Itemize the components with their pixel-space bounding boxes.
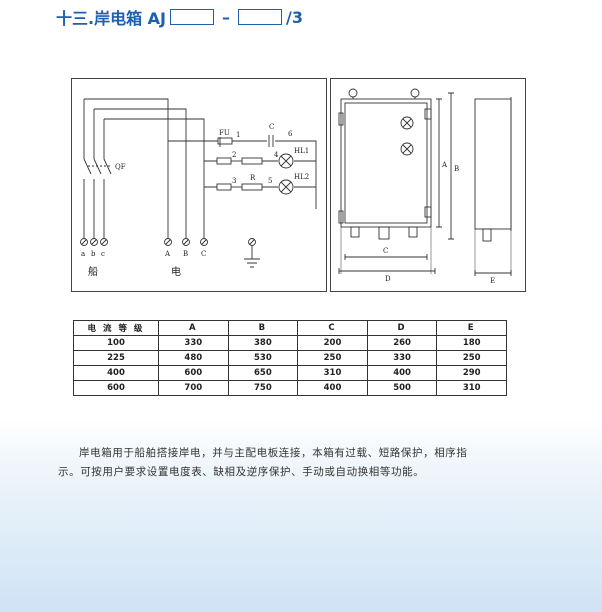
table-cell: 225: [73, 350, 159, 366]
label-qf: QF: [115, 163, 126, 171]
table-row: 225 480 530 250 330 250: [73, 350, 507, 366]
table-cell: 310: [436, 380, 507, 396]
table-cell: 400: [366, 365, 438, 381]
table-cell: 290: [436, 365, 507, 381]
branch-lines: [168, 137, 221, 188]
bus-line-3: [104, 118, 205, 239]
label-r: R: [250, 174, 256, 182]
label-4: 4: [274, 151, 279, 159]
description-line-2: 示。可按用户要求设置电度表、缺相及逆序保护、手动或自动换相等功能。: [58, 466, 425, 478]
lamp-hl2: [278, 179, 294, 195]
dim-b-label: B: [454, 165, 459, 173]
table-cell: 480: [158, 350, 229, 366]
dim-a-line: [436, 98, 442, 228]
ship-side-label: 船: [88, 265, 98, 278]
outline-drawing-svg: A B C D E: [338, 88, 512, 285]
col-header-a: A: [158, 320, 229, 336]
qf-contacts: [83, 158, 112, 175]
table-cell: 100: [73, 335, 159, 351]
terminal-a-label: a: [81, 250, 85, 258]
terminal-C-label: C: [201, 250, 206, 258]
col-header-b: B: [227, 320, 299, 336]
dim-d-line: [338, 268, 436, 274]
table-cell: 200: [297, 335, 368, 351]
model-blank-box-2: [238, 9, 282, 25]
table-cell: 750: [227, 380, 299, 396]
dim-a-label: A: [441, 161, 448, 169]
table-cell: 380: [227, 335, 299, 351]
page-title: 十三.岸电箱 AJ – /3: [56, 6, 303, 29]
outline-drawing: A B C D E: [330, 78, 526, 292]
title-prefix: 十三.岸电箱 AJ: [56, 9, 166, 28]
description-text: 岸电箱用于船舶搭接岸电，并与主配电板连接，本箱有过载、短路保护，相序指 示。可按…: [58, 444, 528, 482]
capacitor-line: [232, 135, 317, 209]
label-fu: FU: [219, 129, 230, 137]
description-line-1: 岸电箱用于船舶搭接岸电，并与主配电板连接，本箱有过载、短路保护，相序指: [79, 447, 468, 459]
model-blank-box-1: [170, 9, 214, 25]
table-cell: 250: [436, 350, 507, 366]
table-cell: 400: [73, 365, 159, 381]
box-front-outer: [340, 98, 432, 228]
dimension-table: 电 流 等 级 A B C D E 100 330 380 200 260 18…: [73, 320, 507, 396]
table-cell: 700: [158, 380, 229, 396]
table-cell: 600: [158, 365, 229, 381]
title-suffix: /3: [286, 7, 303, 27]
table-cell: 400: [297, 380, 368, 396]
label-2: 2: [232, 151, 236, 159]
terminal-c-label: c: [101, 250, 105, 258]
resistor-1: [241, 157, 263, 165]
terminal-group: [80, 238, 256, 246]
wiring-diagram-svg: FU 1 C 6 4 2 HL1 3 R 5 HL2 QF a b c A B …: [80, 98, 317, 278]
label-hl1: HL1: [294, 147, 309, 155]
table-cell: 600: [73, 380, 159, 396]
dim-e-line: [474, 270, 512, 276]
fuse-3: [216, 183, 232, 191]
bus-line-2: [94, 108, 187, 239]
label-5: 5: [268, 177, 272, 185]
label-3: 3: [232, 177, 236, 185]
table-row: 100 330 380 200 260 180: [73, 335, 507, 351]
label-1: 1: [236, 131, 240, 139]
box-side-view: [474, 98, 512, 230]
box-front-inner: [344, 102, 428, 224]
table-row: 600 700 750 400 500 310: [73, 380, 507, 396]
table-cell: 530: [227, 350, 299, 366]
label-c: C: [269, 123, 274, 131]
table-cell: 260: [366, 335, 438, 351]
table-cell: 650: [227, 365, 299, 381]
shore-side-label: 电: [171, 265, 181, 278]
label-hl2: HL2: [294, 173, 309, 181]
wiring-diagram: FU 1 C 6 4 2 HL1 3 R 5 HL2 QF a b c A B …: [71, 78, 327, 292]
table-cell: 180: [436, 335, 507, 351]
table-cell: 330: [366, 350, 438, 366]
dim-c-line: [344, 254, 428, 260]
dim-e-label: E: [490, 277, 495, 285]
dim-c-label: C: [383, 247, 388, 255]
terminal-A-label: A: [164, 250, 171, 258]
table-cell: 310: [297, 365, 368, 381]
dim-b-line: [448, 92, 454, 240]
indicator-lamp-1: [400, 116, 414, 130]
dim-d-label: D: [385, 275, 391, 283]
lamp-hl1: [278, 153, 294, 169]
terminal-b-label: b: [91, 250, 96, 258]
indicator-lamp-2: [400, 142, 414, 156]
fuse-2: [216, 157, 232, 165]
col-header-e: E: [436, 320, 507, 336]
resistor-r: [241, 183, 263, 191]
table-cell: 330: [158, 335, 229, 351]
ground-icon: [244, 246, 260, 268]
terminal-B-label: B: [183, 250, 188, 258]
table-header-row: 电 流 等 级 A B C D E: [73, 320, 507, 336]
table-cell: 500: [366, 380, 438, 396]
title-separator: –: [222, 7, 230, 27]
bus-line-1: [84, 98, 169, 239]
table-cell: 250: [297, 350, 368, 366]
col-header-c: C: [297, 320, 368, 336]
col-header-d: D: [366, 320, 438, 336]
col-header-current: 电 流 等 级: [73, 320, 159, 336]
table-row: 400 600 650 310 400 290: [73, 365, 507, 381]
label-6: 6: [288, 130, 293, 138]
